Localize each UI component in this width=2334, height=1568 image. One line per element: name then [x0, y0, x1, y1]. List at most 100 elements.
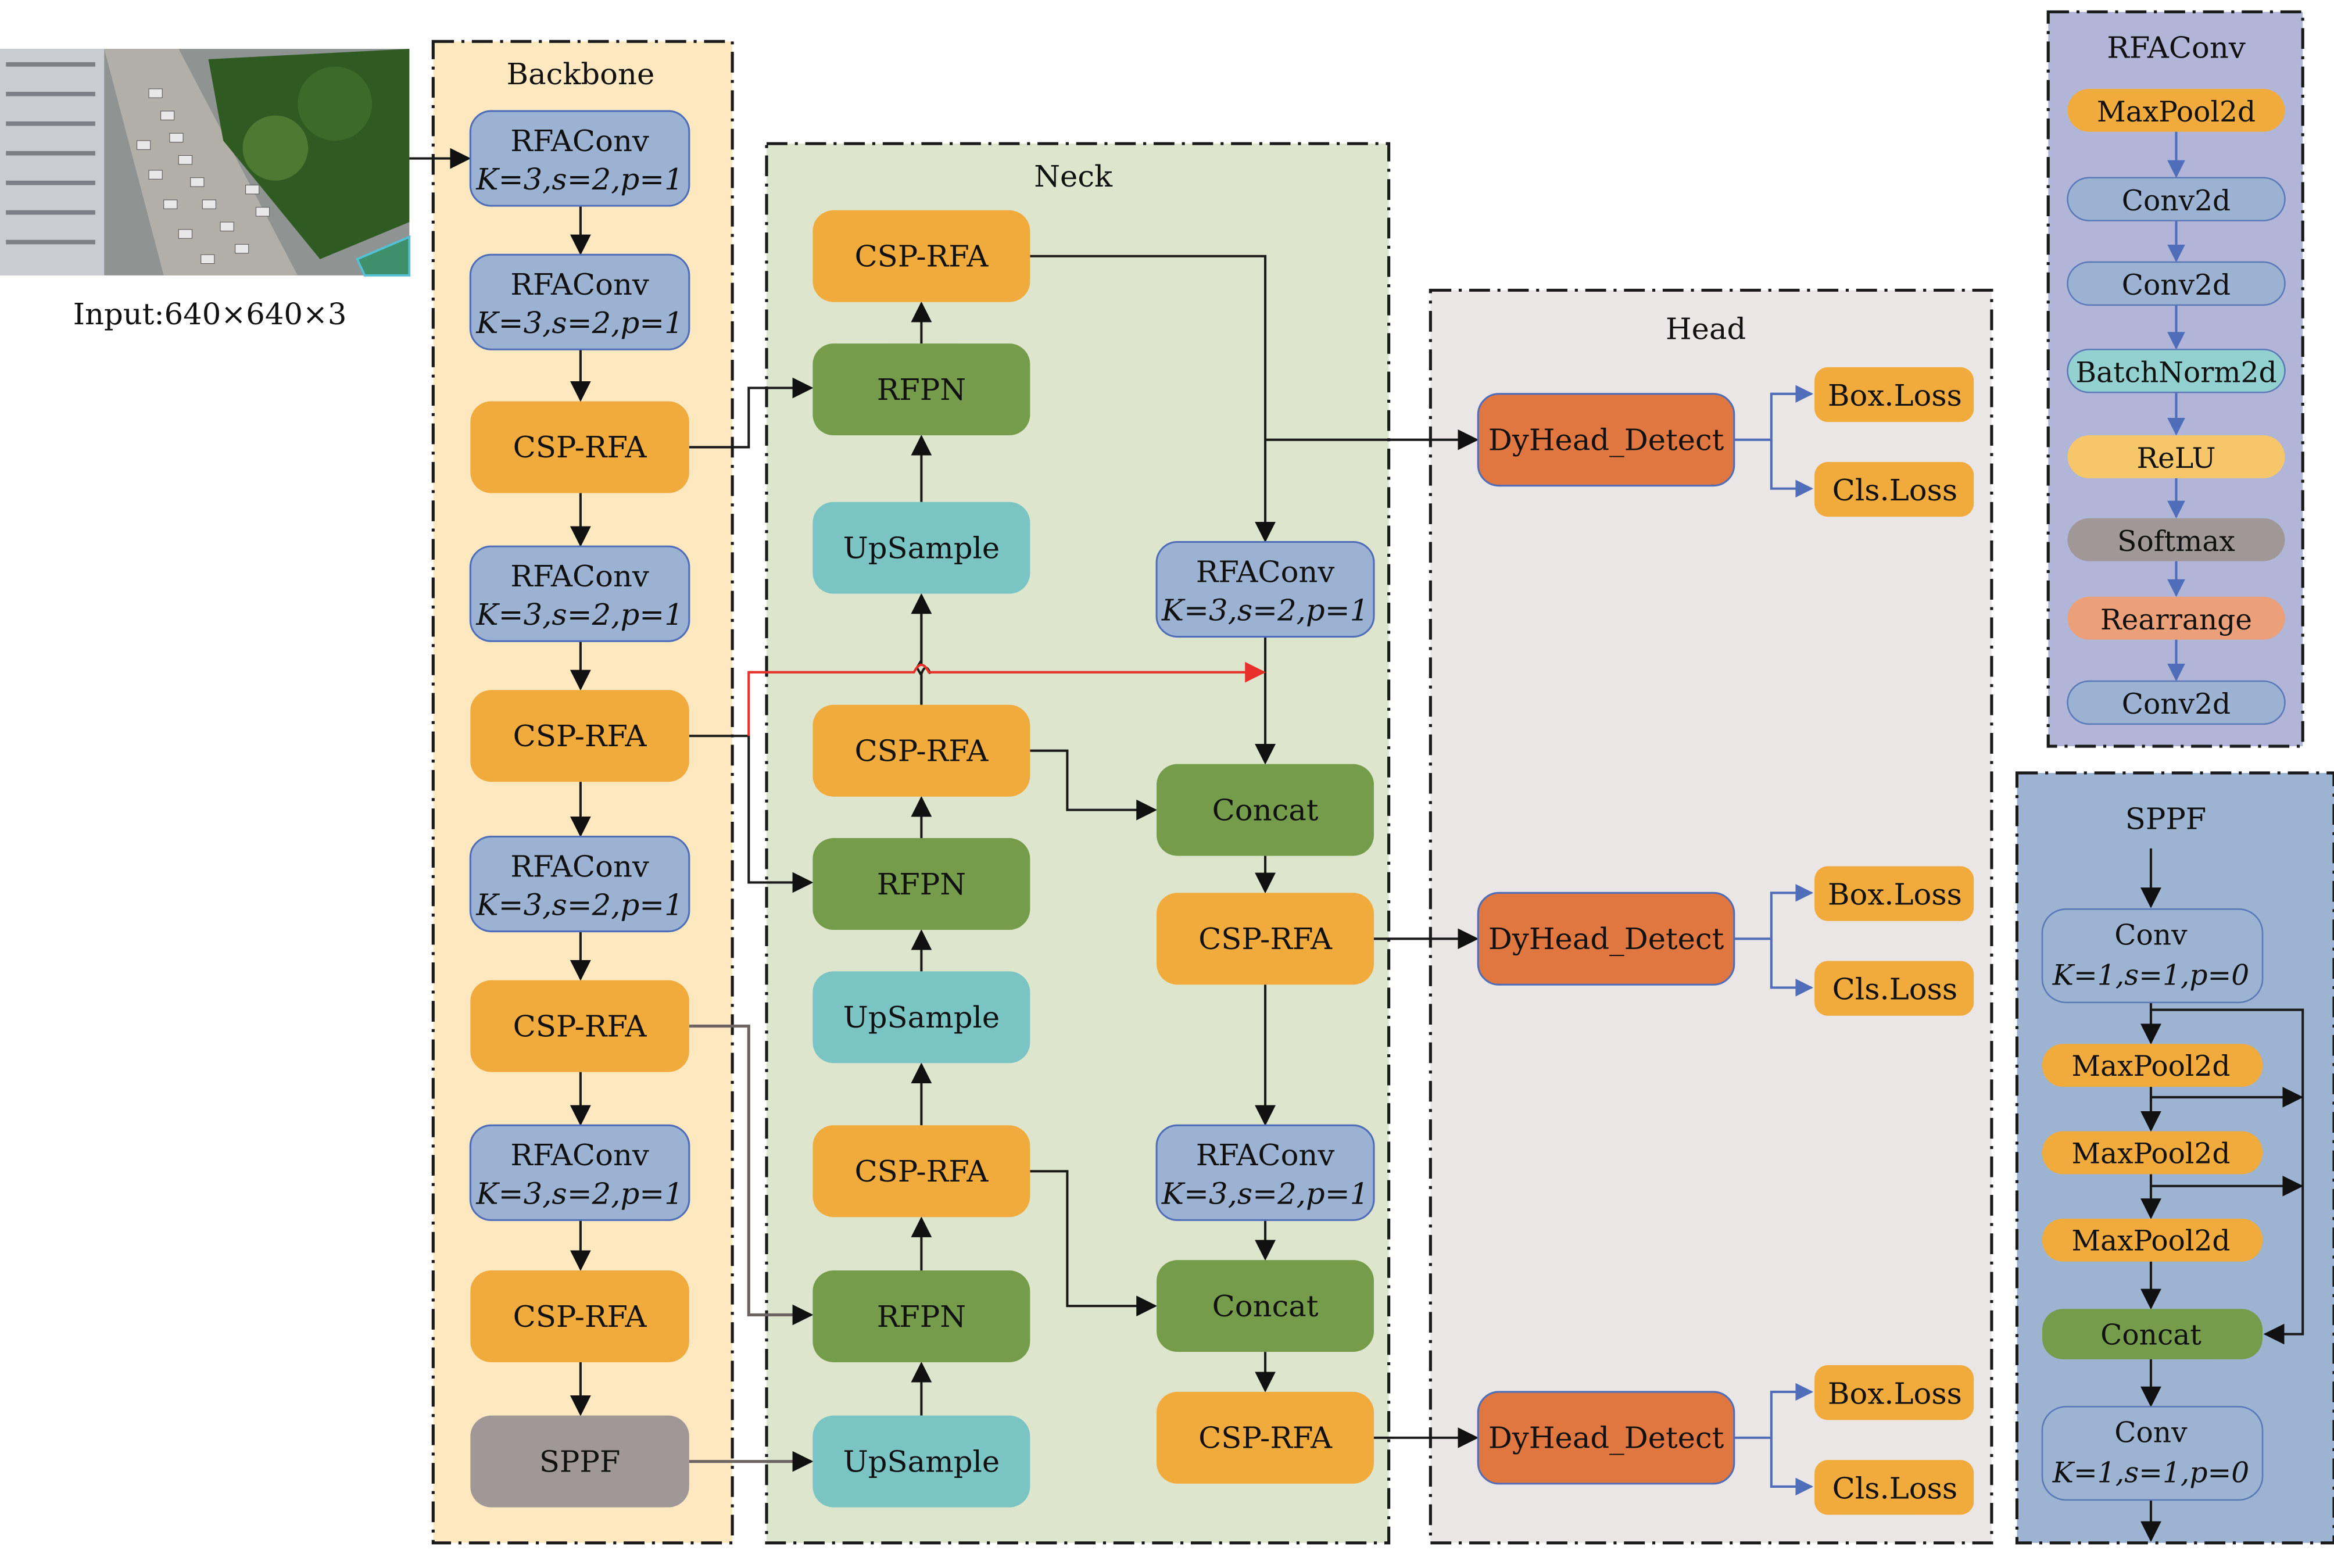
layer-label: Rearrange — [2100, 604, 2252, 636]
backbone-csp-rfa-block-shape — [470, 1270, 689, 1362]
block-label: CSP-RFA — [854, 735, 989, 769]
blocks: RFAConvK=3,s=2,p=1RFAConvK=3,s=2,p=1CSP-… — [469, 88, 2286, 1515]
building-stripe — [6, 239, 95, 245]
block-label: RFAConv — [510, 850, 649, 884]
layer-pill — [2067, 596, 2285, 640]
neck-csp-rfa-block[interactable]: CSP-RFA — [812, 1125, 1030, 1218]
block-label: CSP-RFA — [513, 1010, 647, 1044]
box-loss-block[interactable]: Box.Loss — [1814, 367, 1974, 423]
block-label: CSP-RFA — [513, 719, 647, 754]
car-shape — [148, 88, 163, 98]
neck-csp-rfa-block[interactable]: CSP-RFA — [1157, 893, 1374, 985]
layer-box — [2042, 1044, 2263, 1087]
neck-title: Neck — [1034, 160, 1113, 194]
layer-label: Conv — [2114, 1417, 2188, 1449]
dyhead-detect-block[interactable]: DyHead_Detect — [1477, 892, 1735, 986]
rfaconv-detail-layer[interactable]: MaxPool2d — [2067, 88, 2285, 132]
block-params: K=3,s=2,p=1 — [475, 306, 683, 341]
building-stripe — [6, 210, 95, 215]
backbone-csp-rfa-block[interactable]: CSP-RFA — [470, 980, 689, 1072]
block-label: RFAConv — [1196, 555, 1335, 589]
cls-loss-block[interactable]: Cls.Loss — [1814, 961, 1974, 1016]
neck-upsample-block-shape — [812, 502, 1030, 594]
box-loss-block[interactable]: Box.Loss — [1814, 866, 1974, 921]
neck-concat-block[interactable]: Concat — [1157, 764, 1374, 856]
head-title: Head — [1666, 313, 1746, 347]
neck-csp-rfa-block[interactable]: CSP-RFA — [1157, 1391, 1374, 1484]
layer-pill — [2067, 88, 2285, 132]
neck-rfpn-block[interactable]: RFPN — [812, 1270, 1030, 1362]
car-shape — [202, 199, 216, 209]
cls-loss-shape — [1814, 1460, 1974, 1515]
neck-rfpn-block-shape — [812, 343, 1030, 436]
neck-csp-rfa-block[interactable]: CSP-RFA — [812, 210, 1030, 302]
backbone-csp-rfa-block[interactable]: CSP-RFA — [470, 401, 689, 493]
tree-shape — [298, 66, 373, 141]
cls-loss-block[interactable]: Cls.Loss — [1814, 1460, 1974, 1515]
dyhead-detect-block[interactable]: DyHead_Detect — [1477, 393, 1735, 487]
rfaconv-detail-layer[interactable]: Softmax — [2067, 518, 2285, 561]
backbone-csp-rfa-block[interactable]: CSP-RFA — [470, 690, 689, 782]
rfaconv-detail-layer[interactable]: ReLU — [2067, 435, 2285, 478]
rfaconv-detail-layer[interactable]: Conv2d — [2067, 680, 2286, 725]
rfaconv-detail-layer[interactable]: Conv2d — [2067, 177, 2286, 221]
layer-params: K=1,s=1,p=0 — [2052, 959, 2249, 991]
layer-label: MaxPool2d — [2097, 96, 2256, 128]
sppf-detail-layer[interactable]: MaxPool2d — [2042, 1218, 2263, 1262]
sppf-detail-layer[interactable]: MaxPool2d — [2042, 1131, 2263, 1175]
dashdot-border — [2015, 771, 2334, 1545]
dashdot-border — [431, 40, 734, 1545]
neck-csp-rfa-block-shape — [812, 704, 1030, 797]
neck-rfpn-block[interactable]: RFPN — [812, 343, 1030, 436]
neck-upsample-block-shape — [812, 971, 1030, 1064]
neck-csp-rfa-block-shape — [812, 1125, 1030, 1218]
neck-upsample-block-shape — [812, 1415, 1030, 1508]
neck-upsample-block[interactable]: UpSample — [812, 502, 1030, 594]
sppf-detail-layer[interactable]: MaxPool2d — [2042, 1044, 2263, 1087]
backbone-csp-rfa-block[interactable]: CSP-RFA — [470, 1270, 689, 1362]
layer-pill — [2067, 518, 2285, 561]
rfaconv-detail-layer[interactable]: Rearrange — [2067, 596, 2285, 640]
layer-pill — [2067, 435, 2285, 478]
box-loss-block[interactable]: Box.Loss — [1814, 1365, 1974, 1420]
rfaconv-detail-layer[interactable]: Conv2d — [2067, 261, 2286, 306]
head-to-box-loss — [1734, 385, 1814, 441]
block-label: Concat — [1212, 794, 1319, 828]
backbone-sppf-block[interactable]: SPPF — [470, 1415, 689, 1508]
building-stripe — [6, 121, 95, 126]
sppf-detail-layer[interactable]: Concat — [2042, 1309, 2263, 1359]
layer-label: MaxPool2d — [2071, 1137, 2230, 1170]
backbone-rfaconv-block-shape — [469, 545, 690, 642]
neck-top-to-rfaconv — [1030, 255, 1276, 543]
neck-rfpn-block[interactable]: RFPN — [812, 838, 1030, 930]
rfaconv-detail-layer[interactable]: BatchNorm2d — [2067, 349, 2286, 393]
neck-concat-block[interactable]: Concat — [1157, 1260, 1374, 1352]
dyhead-detect-block[interactable]: DyHead_Detect — [1477, 1391, 1735, 1485]
dashdot-border — [1429, 288, 1993, 1545]
neck-upsample-block[interactable]: UpSample — [812, 971, 1030, 1064]
car-shape — [235, 244, 249, 254]
cls-loss-block[interactable]: Cls.Loss — [1814, 461, 1974, 517]
block-label: CSP-RFA — [513, 431, 647, 465]
block-label: Concat — [1212, 1290, 1319, 1324]
box-loss-label: Box.Loss — [1828, 878, 1962, 912]
neck-upsample-block[interactable]: UpSample — [812, 1415, 1030, 1508]
neck-csp-rfa-block-shape — [1157, 893, 1374, 985]
layer-box — [2042, 1309, 2263, 1359]
block-params: K=3,s=2,p=1 — [1161, 594, 1369, 628]
neck-rfaconv-block-shape — [1155, 1124, 1375, 1221]
block-params: K=3,s=2,p=1 — [475, 889, 683, 923]
neck-csp-rfa-block[interactable]: CSP-RFA — [812, 704, 1030, 797]
tree-shape — [242, 115, 309, 181]
block-label: RFAConv — [510, 268, 649, 302]
